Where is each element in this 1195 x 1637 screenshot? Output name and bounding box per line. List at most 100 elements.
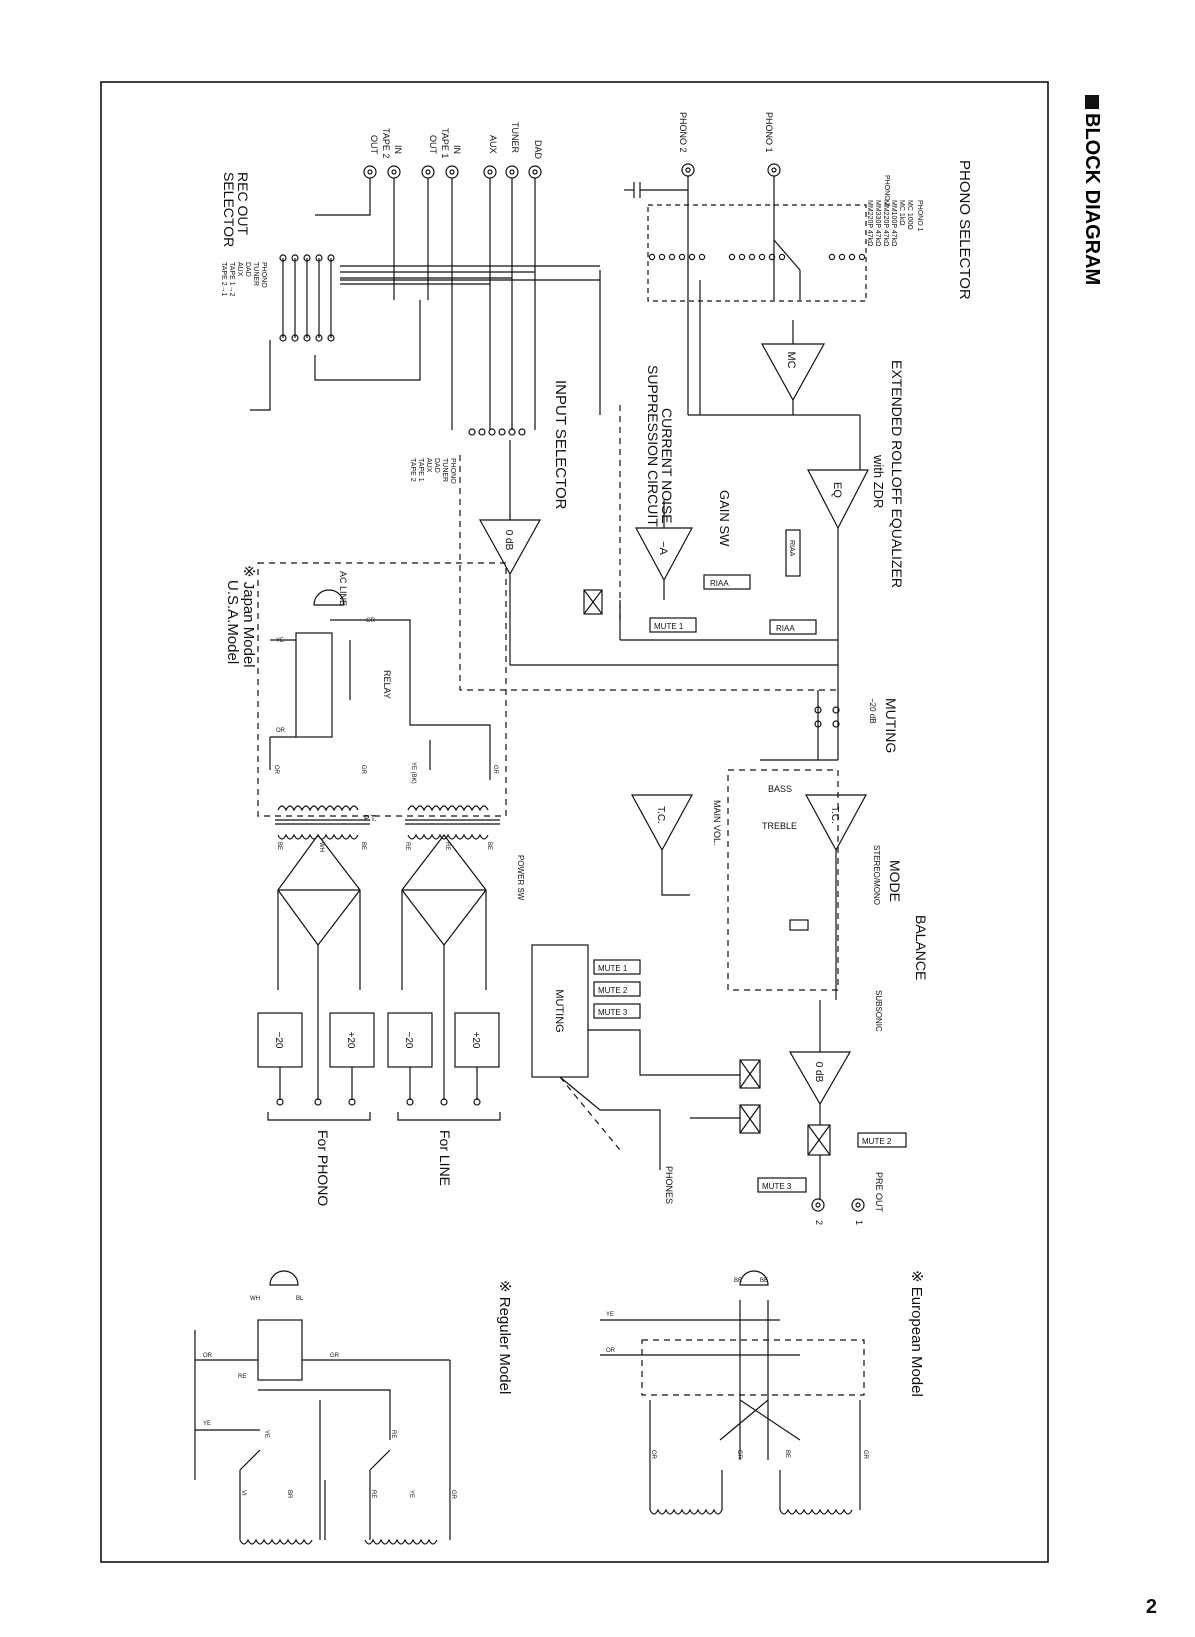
reg-phono-pos-label: +20 [345,1032,356,1049]
svg-text:GR: GR [862,1450,868,1460]
svg-text:For PHONO: For PHONO [315,1130,331,1206]
svg-text:TAPE 1: TAPE 1 [440,128,450,158]
svg-text:OR: OR [606,1348,616,1354]
svg-text:TAPE 1→2: TAPE 1→2 [228,262,235,297]
tc-label-sub: T.C. [655,806,666,824]
phono-selector-options: PHONO 1 MC 100Ω MC 1kΩ MM100P 47kΩ MM220… [866,175,923,246]
mode-options: STEREO/MONO [872,845,881,905]
output-relay-2 [739,1104,761,1134]
svg-text:PHONO 1: PHONO 1 [916,200,923,232]
pt-label: P.T. [364,814,377,823]
svg-text:RE: RE [370,1490,376,1498]
svg-text:TUNER: TUNER [441,458,448,482]
svg-text:For LINE: For LINE [437,1130,453,1186]
svg-text:GR: GR [366,618,376,624]
svg-text:PHONO SELECTOR: PHONO SELECTOR [956,160,973,300]
riaa-box-2 [769,619,817,635]
transformer-phono-primary [277,805,359,812]
svg-text:WH: WH [318,842,324,852]
input-selector-options: PHONO TUNER DAD AUX TAPE 1 TAPE 2 [409,458,456,484]
riaa-label-1: RIAA [710,579,729,588]
phono-2-label: PHONO 2 [678,112,688,153]
svg-text:MAIN VOL.: MAIN VOL. [712,800,722,846]
svg-text:PHONO: PHONO [260,262,267,288]
svg-text:PHONES: PHONES [664,1166,674,1204]
muting-block-label: MUTING [553,989,565,1032]
input-buffer-label: 0 dB [503,530,514,551]
svg-text:TAPE 2: TAPE 2 [381,128,391,158]
svg-text:OR: OR [276,728,286,734]
svg-text:PRE OUT: PRE OUT [874,1172,884,1213]
svg-text:OUT: OUT [428,135,438,155]
input-buffer-amp [478,519,542,576]
svg-text:AC LINE: AC LINE [338,571,348,606]
for-phono-label: For PHONO [315,1130,331,1206]
svg-text:BE: BE [360,842,366,850]
svg-text:2: 2 [814,1220,824,1225]
svg-text:DAD: DAD [433,458,440,473]
svg-text:AUX: AUX [236,262,243,277]
regular-switch-box [257,1319,303,1381]
mute-2-ctl-label: MUTE 2 [598,986,628,995]
svg-text:OR: OR [650,1450,656,1460]
svg-text:RE: RE [404,842,410,850]
svg-text:GR: GR [360,765,366,775]
bass-label: BASS [768,784,792,794]
pre-out-jack-1 [851,1198,865,1212]
svg-text:YE: YE [203,1421,211,1427]
phono-1-label: PHONO 1 [764,112,774,153]
svg-text:YE: YE [276,638,284,644]
svg-text:VI: VI [240,1490,246,1496]
svg-text:BE: BE [486,842,492,850]
svg-text:BASS: BASS [768,784,792,794]
svg-text:※ Reguler Model: ※ Reguler Model [496,1280,513,1394]
for-line-label: For LINE [437,1130,453,1186]
svg-text:YE: YE [408,1490,414,1498]
svg-text:TAPE 2: TAPE 2 [409,458,416,482]
mute-2-ctl [593,981,641,997]
eq-title: EXTENDED ROLLOFF EQUALIZER [889,360,905,588]
noise-title: CURRENT NOISE SUPPRESSION CIRCUIT [645,365,675,527]
treble-label: TREBLE [762,821,797,831]
mute-1-ctl [593,959,641,975]
reg-phono-neg-label: −20 [273,1032,284,1049]
svg-text:※ Japan Model: ※ Japan Model [240,565,257,668]
tc-label-main: T.C. [829,806,840,824]
svg-text:YE (BK): YE (BK) [410,762,416,784]
mute-3-ctl-label: MUTE 3 [598,1008,628,1017]
svg-text:MUTING: MUTING [883,698,899,753]
svg-text:1: 1 [854,1220,864,1225]
svg-text:IN: IN [393,145,403,154]
power-sw-label: POWER SW [516,855,525,901]
tc-amp-main [804,794,868,852]
european-switch-box [641,1339,865,1396]
output-relay-1 [739,1059,761,1089]
svg-text:with ZDR: with ZDR [871,454,886,508]
eq-amp-label: EQ [831,482,843,498]
pre-out-numbers: 1 2 [814,1220,864,1225]
svg-text:GR: GR [736,1450,742,1460]
svg-text:MC 1kΩ: MC 1kΩ [898,200,905,225]
wiring [194,163,907,1545]
eq-amp [807,469,869,530]
eq-subtitle: with ZDR [871,454,886,508]
svg-text:SUBSONIC: SUBSONIC [874,990,883,1032]
output-amp-label: 0 dB [813,1062,824,1083]
page-heading: BLOCK DIAGRAM [1081,95,1103,285]
svg-text:OR: OR [273,765,279,775]
svg-text:STEREO/MONO: STEREO/MONO [872,845,881,905]
svg-text:POWER SW: POWER SW [516,855,525,901]
mute-2-label: MUTE 2 [862,1137,892,1146]
reg-line-neg-label: −20 [403,1032,414,1049]
svg-text:SUPPRESSION CIRCUIT: SUPPRESSION CIRCUIT [645,365,661,527]
mc-amp-label: MC [785,351,797,368]
riaa-label-3: RIAA [788,540,795,557]
svg-text:INPUT SELECTOR: INPUT SELECTOR [552,380,569,510]
input-selector-contacts [468,428,526,436]
svg-text:RE: RE [390,1430,396,1438]
balance-pot [789,919,809,931]
svg-text:BL: BL [296,1296,304,1302]
gain-sw-label: GAIN SW [717,490,732,547]
svg-text:PHONO 2: PHONO 2 [883,175,890,207]
